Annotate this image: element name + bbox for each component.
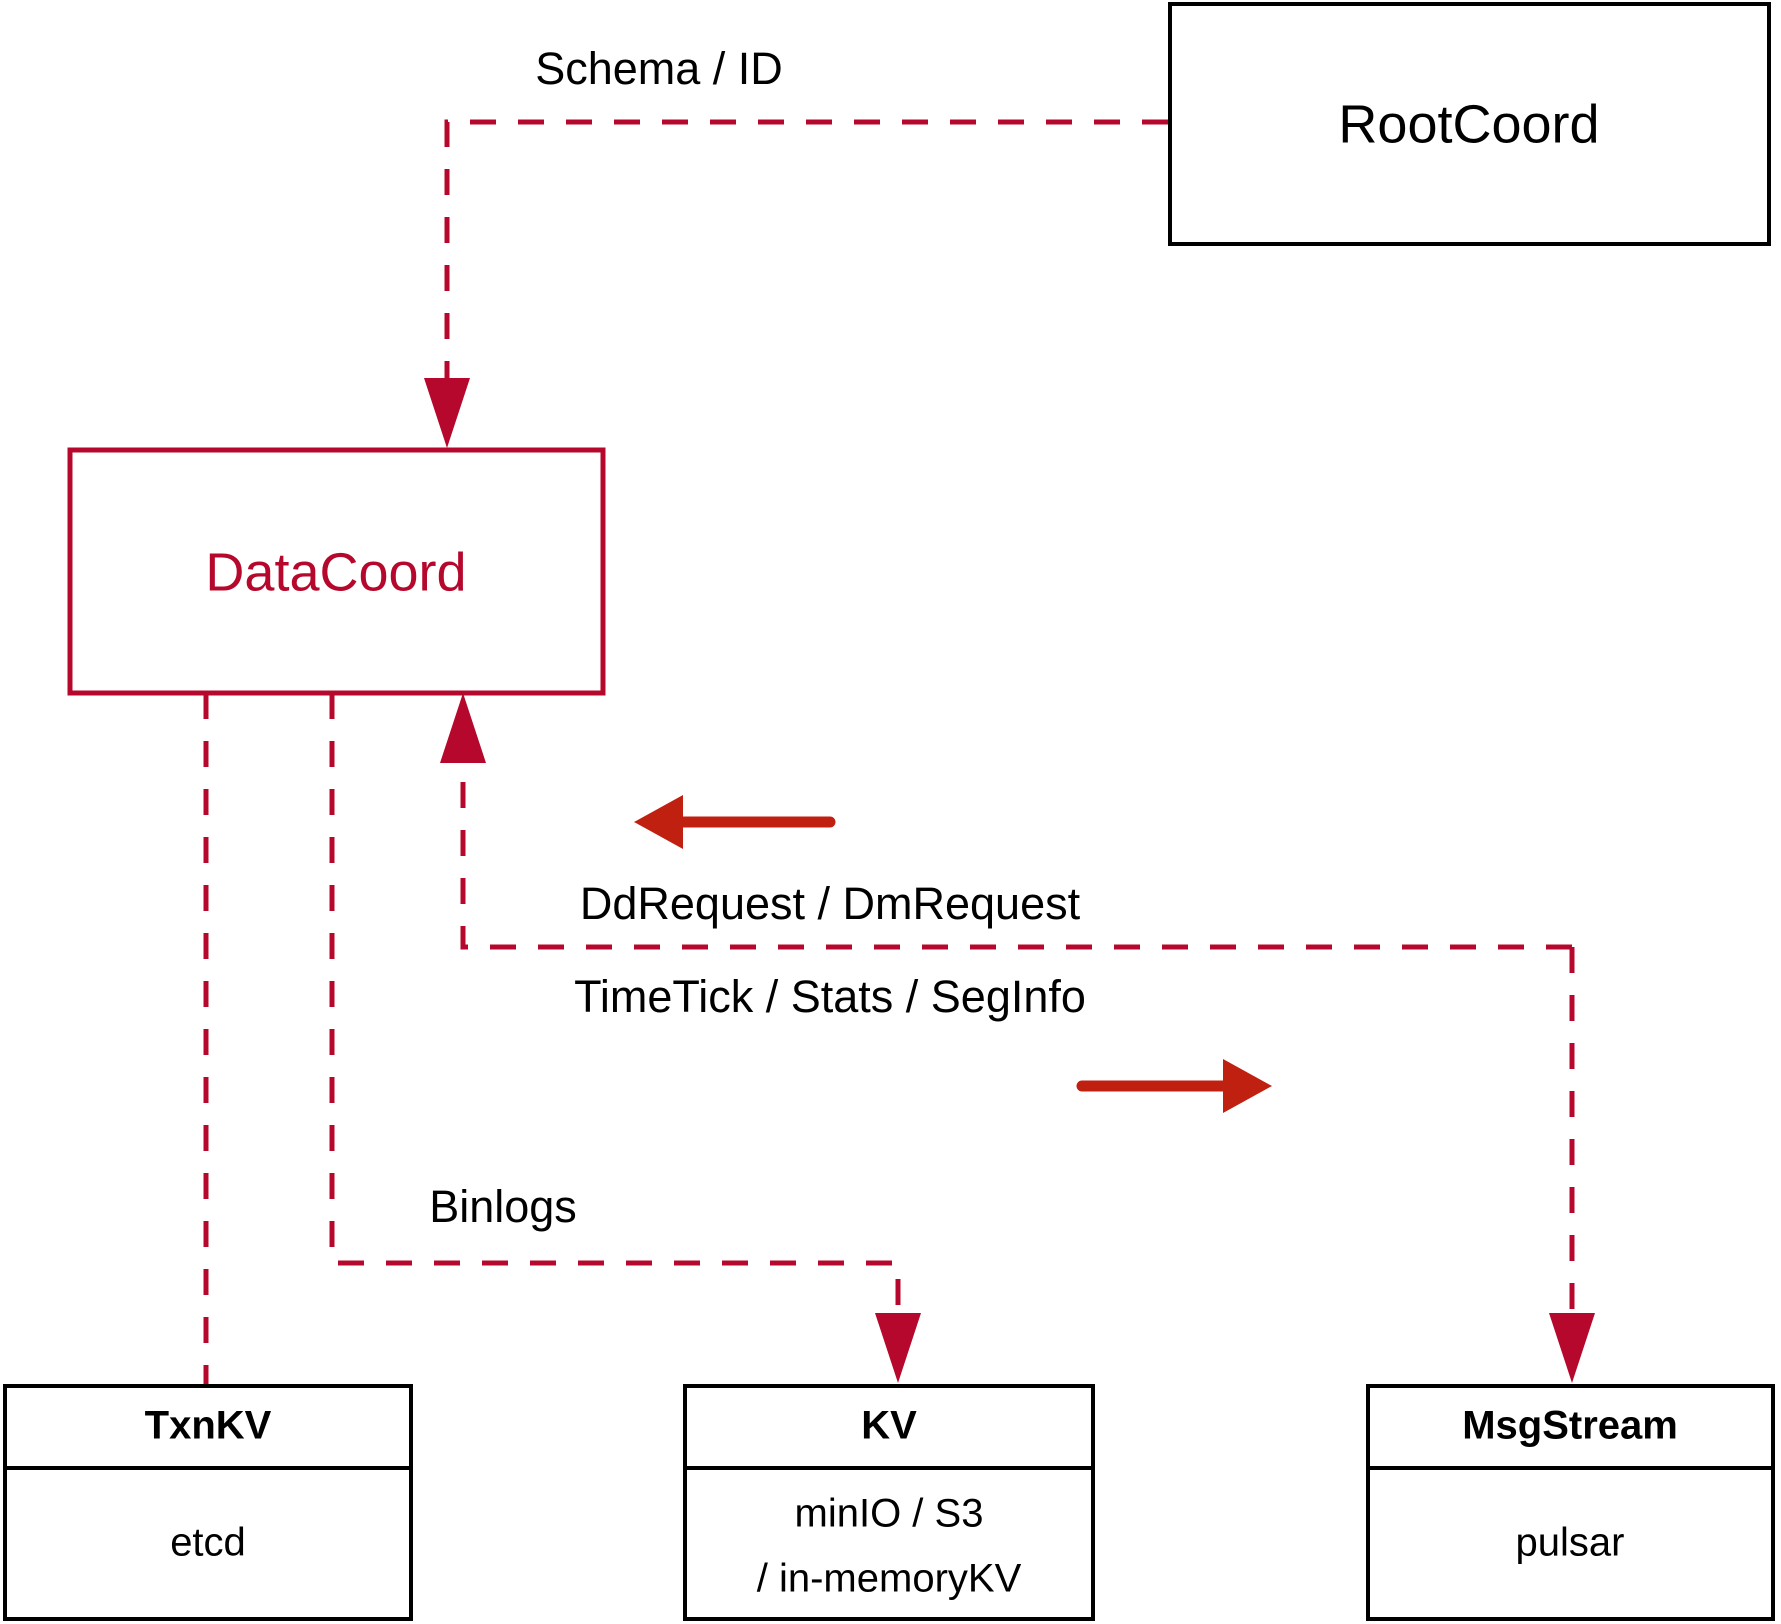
edge-schema-id-arrowhead — [424, 378, 470, 448]
edge-ddrequest-dmrequest — [440, 693, 1572, 950]
direction-arrow-left-head — [634, 795, 683, 849]
edge-binlogs-arrowhead — [875, 1313, 921, 1383]
edge-ddrequest-dmrequest-path — [460, 763, 1572, 950]
edge-ddrequest-dmrequest-arrowhead — [440, 693, 486, 763]
node-txnkv-box[interactable] — [3, 1384, 413, 1621]
node-msgstream-title: MsgStream — [1462, 1404, 1678, 1448]
node-rootcoord-label: RootCoord — [1338, 94, 1599, 154]
edge-binlogs — [329, 693, 921, 1383]
edge-label-dd-dm-request: DdRequest / DmRequest — [580, 878, 1081, 929]
edge-label-timetick-stats-seginfo: TimeTick / Stats / SegInfo — [574, 971, 1086, 1022]
edge-schema-id-path — [444, 119, 1168, 378]
node-datacoord[interactable]: DataCoord — [67, 447, 606, 696]
node-rootcoord-box[interactable] — [1168, 2, 1771, 246]
edge-label-schema-id: Schema / ID — [535, 43, 783, 94]
node-txnkv-title: TxnKV — [145, 1404, 272, 1448]
node-msgstream[interactable]: MsgStream pulsar — [1366, 1384, 1775, 1621]
node-kv-box[interactable] — [683, 1384, 1095, 1621]
node-txnkv[interactable]: TxnKV etcd — [3, 1384, 413, 1621]
node-rootcoord[interactable]: RootCoord — [1168, 2, 1771, 246]
edge-binlogs-path — [329, 693, 901, 1313]
node-kv[interactable]: KV minIO / S3 / in-memoryKV — [683, 1384, 1095, 1621]
node-msgstream-box[interactable] — [1366, 1384, 1775, 1621]
direction-arrow-right-head — [1223, 1059, 1272, 1113]
node-datacoord-label: DataCoord — [205, 542, 466, 602]
edge-label-binlogs: Binlogs — [429, 1181, 577, 1232]
direction-arrow-left — [634, 795, 836, 849]
node-kv-subtitle-line2: / in-memoryKV — [757, 1557, 1022, 1601]
direction-arrow-right — [1076, 1059, 1272, 1113]
edge-schema-id — [424, 119, 1168, 448]
edge-timetick-to-msgstream-arrowhead — [1549, 1313, 1595, 1383]
node-kv-title: KV — [861, 1404, 917, 1448]
node-kv-subtitle-line1: minIO / S3 — [795, 1492, 984, 1536]
node-msgstream-subtitle: pulsar — [1516, 1521, 1625, 1565]
node-datacoord-box[interactable] — [67, 447, 606, 696]
edge-timetick-to-msgstream — [1549, 947, 1595, 1383]
node-txnkv-subtitle: etcd — [170, 1521, 246, 1565]
